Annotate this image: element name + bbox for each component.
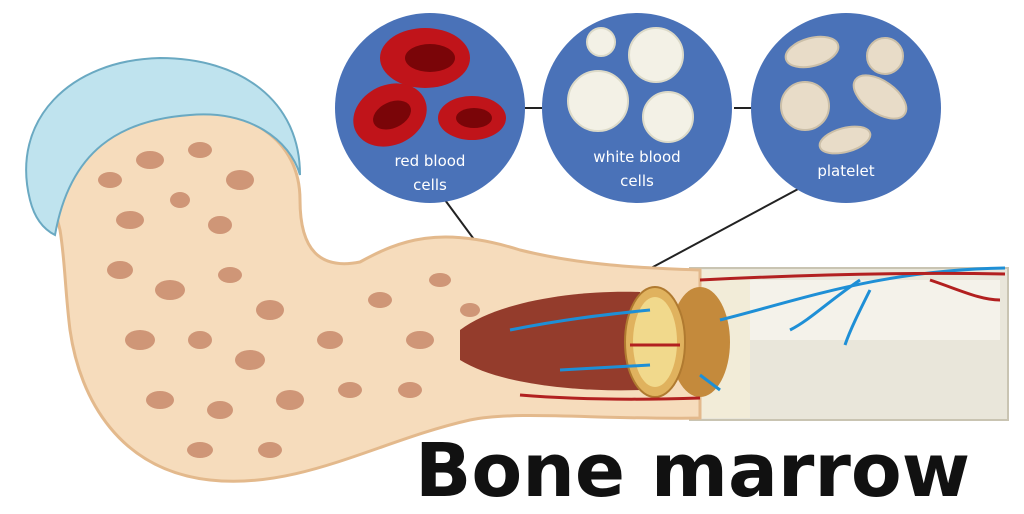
bone-cross-section — [624, 286, 730, 398]
platelets-circle — [751, 13, 941, 203]
white-blood-cells-label: white blood cells — [557, 145, 717, 193]
blood-vessels — [509, 266, 1006, 401]
red-blood-cells-label: red blood cells — [350, 149, 510, 197]
label-line: cells — [620, 172, 654, 190]
articular-cartilage — [25, 56, 301, 237]
diagram-title: Bone marrow — [415, 428, 971, 514]
label-line: cells — [413, 176, 447, 194]
white-blood-cells-circle — [542, 13, 732, 203]
label-line: white blood — [593, 148, 681, 166]
red-blood-cells-circle — [335, 13, 525, 203]
label-line: red blood — [394, 152, 466, 170]
label-line: platelet — [817, 162, 875, 180]
platelet-label: platelet — [766, 159, 926, 183]
spongy-bone — [98, 142, 480, 458]
